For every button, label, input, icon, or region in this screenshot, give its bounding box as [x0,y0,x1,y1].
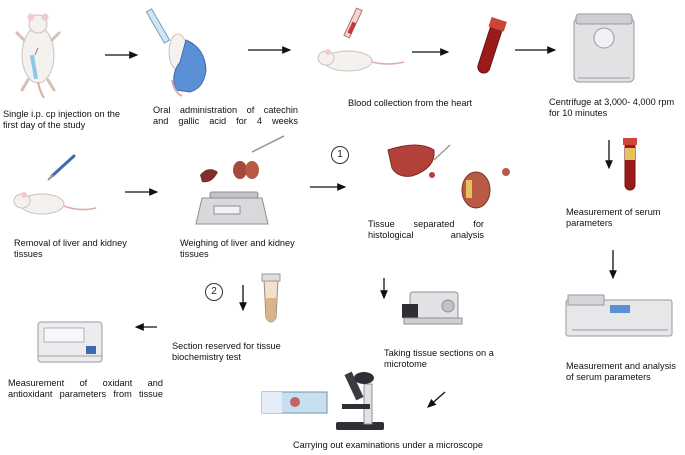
microtome-illustration [402,291,463,325]
centrifuge-illustration [573,13,635,83]
scale-illustration [195,135,285,225]
rat-blood-collection-illustration [317,7,405,72]
rat-removal-illustration [13,154,97,215]
label-injection: Single i.p. cp injection on the first da… [3,109,120,130]
flow-arrows [105,46,617,408]
label-microtome: Taking tissue sections on a microtome [384,348,494,369]
label-oral-administration: Oral administration of catechin and gall… [153,105,298,126]
label-blood-collection: Blood collection from the heart [348,98,473,108]
plate-reader-illustration [37,321,103,363]
rat-injection-illustration [15,13,61,99]
falcon-tube-illustration [261,273,281,323]
label-tissue-separated: Tissue separated for histological analys… [368,219,484,240]
oral-administration-illustration [145,8,207,97]
label-section-reserved: Section reserved for tissue biochemistry… [172,341,281,362]
step-marker-2: 2 [205,283,223,301]
label-microscope: Carrying out examinations under a micros… [293,440,483,450]
label-oxidant-antioxidant: Measurement of oxidant and antioxidant p… [8,378,163,399]
slide-illustration [261,391,328,414]
liver-kidney-illustration [387,144,510,209]
arrow-microtome-to-microscope [427,391,446,408]
blood-tube-illustration [477,16,507,74]
label-centrifuge: Centrifuge at 3,000- 4,000 rpm for 10 mi… [549,97,675,118]
label-serum-analysis: Measurement and analysis of serum parame… [566,361,676,382]
label-serum-measurement: Measurement of serum parameters [566,207,661,228]
step-marker-1: 1 [331,146,349,164]
label-removal: Removal of liver and kidney tissues [14,238,127,259]
microscope-illustration [336,371,384,430]
serum-tube-illustration [623,138,637,191]
label-weighing: Weighing of liver and kidney tissues [180,238,295,259]
serum-analyzer-illustration [565,294,673,337]
